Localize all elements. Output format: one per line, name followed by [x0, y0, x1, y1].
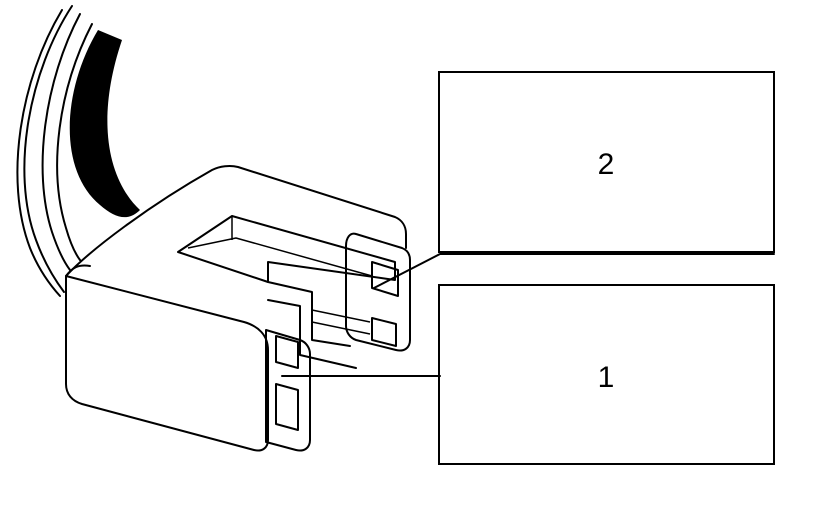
callout-label-2: 2 [598, 148, 615, 181]
callout-box-2: 2 [438, 71, 775, 253]
right-clip-window-lower [371, 317, 397, 347]
right-clip-upper [345, 232, 411, 352]
front-core-frame [265, 329, 311, 452]
top-opening [177, 215, 396, 283]
cable-white-line-b [56, 23, 93, 261]
cable-bundle [16, 5, 140, 297]
leader-line-2 [373, 253, 775, 289]
split-core-body [65, 165, 411, 452]
cable-white-line-a [41, 13, 81, 271]
callout-box-1: 1 [438, 284, 775, 465]
front-block [65, 275, 269, 452]
callout-label-1: 1 [598, 361, 615, 394]
top-front-edge [65, 264, 91, 277]
front-core-window-lower [275, 383, 299, 431]
center-slot [267, 281, 357, 369]
callout-box-2-frame [438, 71, 775, 253]
cable-dark-edge [16, 9, 63, 297]
cable-dark [69, 30, 140, 218]
cable-outer-line [23, 5, 73, 293]
callout-box-1-frame [438, 284, 775, 465]
center-gap-lines [311, 309, 371, 335]
right-clip-window [371, 261, 399, 297]
front-core-window-upper [275, 335, 299, 369]
top-face [65, 165, 407, 277]
top-opening-inner [187, 216, 373, 277]
